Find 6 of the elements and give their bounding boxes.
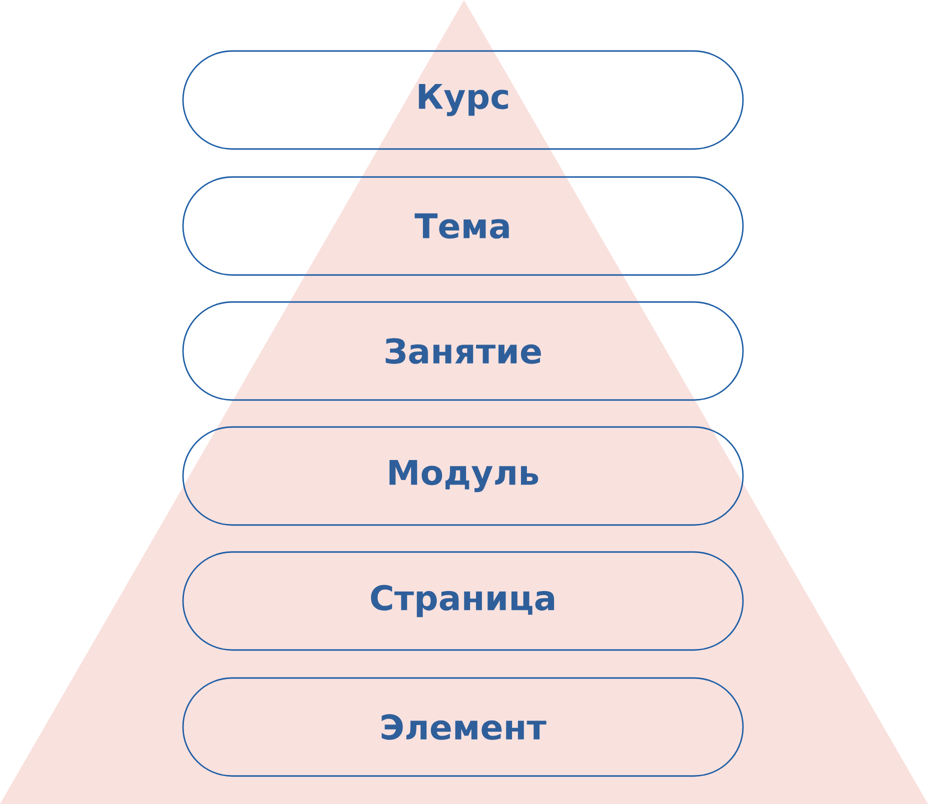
level-pill: Тема [182,176,744,276]
level-pill: Страница [182,551,744,651]
level-pill: Элемент [182,677,744,777]
level-pill: Модуль [182,426,744,526]
level-pill: Курс [182,50,744,150]
level-pill: Занятие [182,301,744,401]
